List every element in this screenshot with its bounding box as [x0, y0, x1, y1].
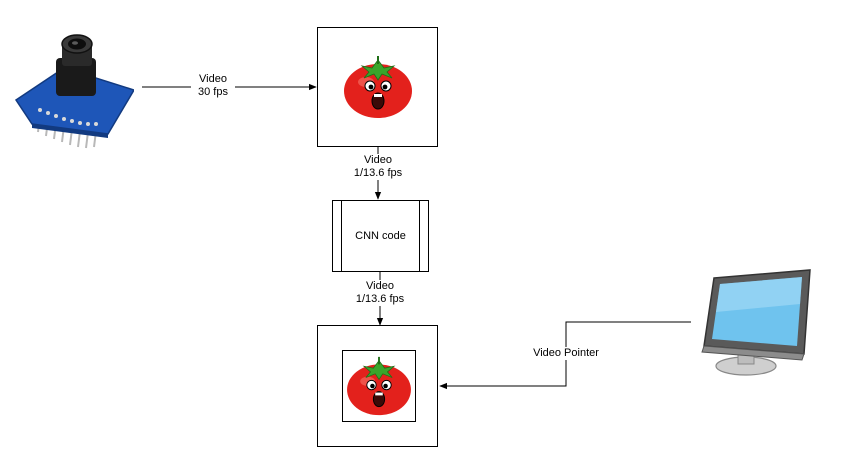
camera-module — [12, 28, 136, 150]
cnn-left-bar — [341, 201, 342, 271]
camera-module-icon — [14, 34, 136, 149]
edge-label-line1: Video — [364, 154, 392, 166]
output-frame-node — [317, 325, 438, 447]
edge-label-cnn-to-output: Video 1/13.6 fps — [350, 280, 410, 306]
monitor-icon — [701, 269, 811, 376]
monitor — [692, 268, 816, 380]
output-inner-frame — [342, 350, 416, 422]
edge-label-line2: 1/13.6 fps — [355, 293, 405, 305]
cnn-code-label: CNN code — [355, 230, 406, 242]
tomato-icon — [347, 356, 411, 416]
cnn-right-bar — [419, 201, 420, 271]
edge-label-line1: Video — [199, 73, 227, 85]
edge-label-frame-to-cnn: Video 1/13.6 fps — [348, 154, 408, 180]
edge-label-line1: Video — [366, 280, 394, 292]
tomato-icon — [344, 56, 412, 118]
video-frame-node — [317, 27, 438, 147]
edge-label-line2: 30 fps — [198, 86, 228, 98]
edge-label-video-pointer: Video Pointer — [528, 347, 604, 360]
edge-label-line2: 1/13.6 fps — [353, 167, 403, 179]
cnn-code-node: CNN code — [332, 200, 429, 272]
edge-label-camera-to-frame: Video 30 fps — [191, 73, 235, 99]
